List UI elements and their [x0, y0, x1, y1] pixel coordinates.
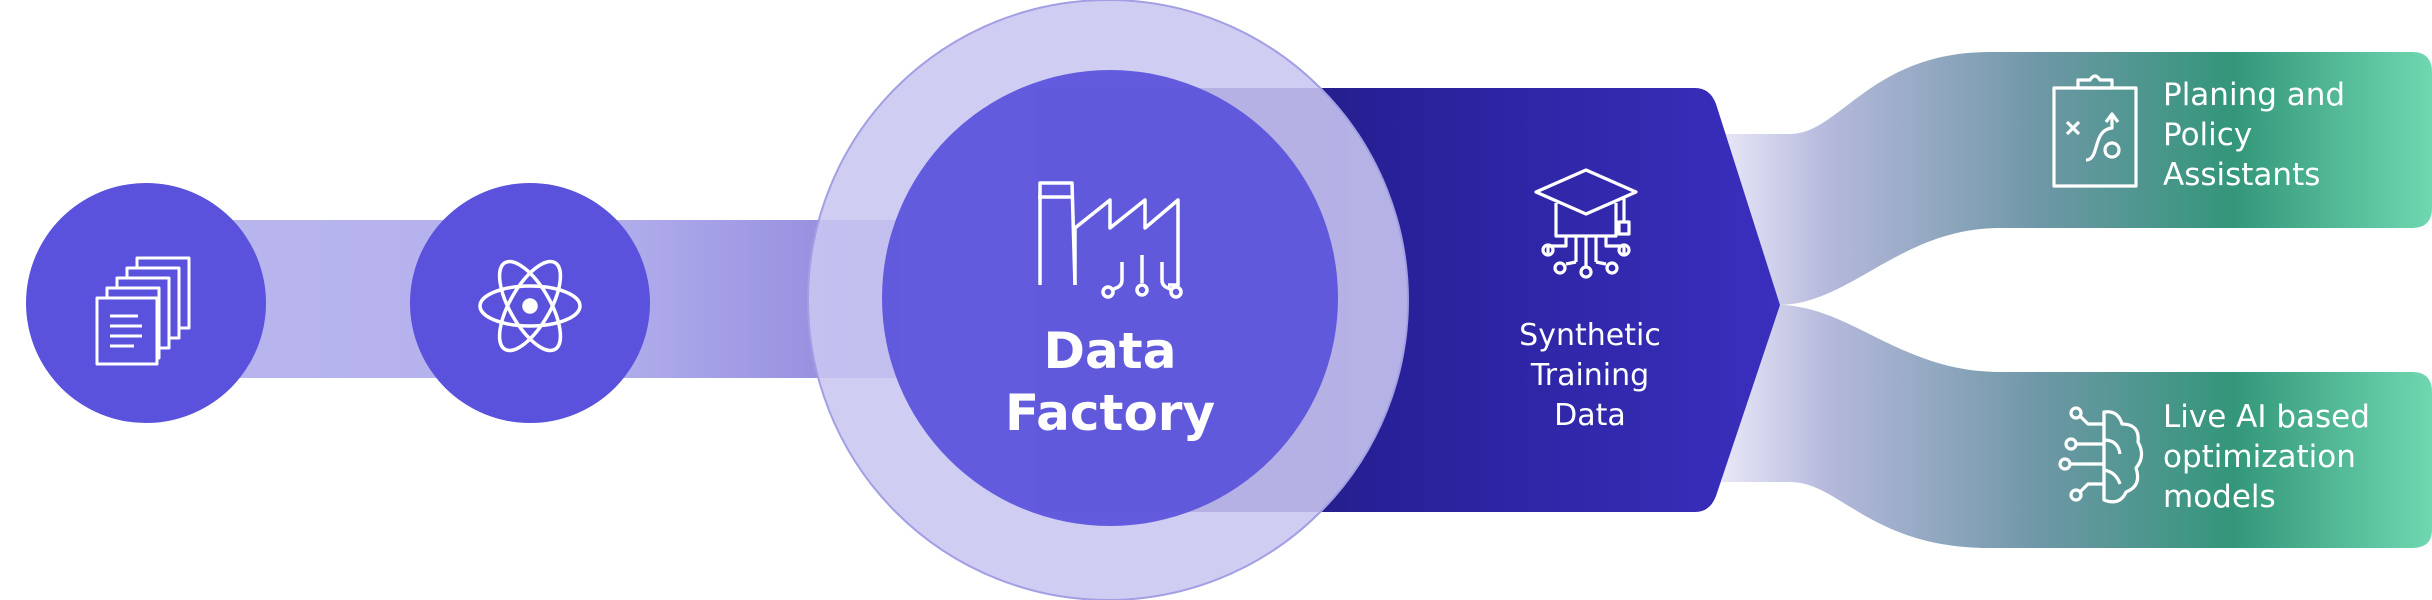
- training-label-line1: Synthetic: [1519, 318, 1661, 353]
- live-ai-label-line3: models: [2163, 479, 2276, 515]
- planning-label: Planing and Policy Assistants: [2163, 77, 2345, 193]
- live-ai-label-line2: optimization: [2163, 439, 2356, 475]
- brain-circuit-icon: [2058, 406, 2144, 504]
- clipboard-strategy-icon: [2052, 74, 2138, 188]
- atom-icon: [478, 259, 582, 353]
- training-label-line2: Training: [1530, 358, 1649, 393]
- training-label-line3: Data: [1554, 398, 1626, 433]
- training-label: Synthetic Training Data: [1519, 318, 1661, 433]
- live-ai-label-line1: Live AI based: [2163, 399, 2370, 435]
- factory-label-line1: Data: [1044, 322, 1177, 380]
- documents-icon: [95, 256, 191, 366]
- planning-label-line3: Assistants: [2163, 157, 2320, 193]
- planning-label-line2: Policy: [2163, 117, 2252, 153]
- planning-label-line1: Planing and: [2163, 77, 2345, 113]
- graduation-cap-circuit-icon: [1534, 168, 1638, 279]
- factory-label: Data Factory: [1005, 322, 1215, 442]
- output-branches: [1722, 52, 2432, 548]
- branch-live-ai: [1722, 305, 2432, 548]
- branch-planning: [1722, 52, 2432, 305]
- live-ai-label: Live AI based optimization models: [2163, 399, 2370, 515]
- factory-icon: [1038, 181, 1183, 299]
- factory-label-line2: Factory: [1005, 384, 1215, 442]
